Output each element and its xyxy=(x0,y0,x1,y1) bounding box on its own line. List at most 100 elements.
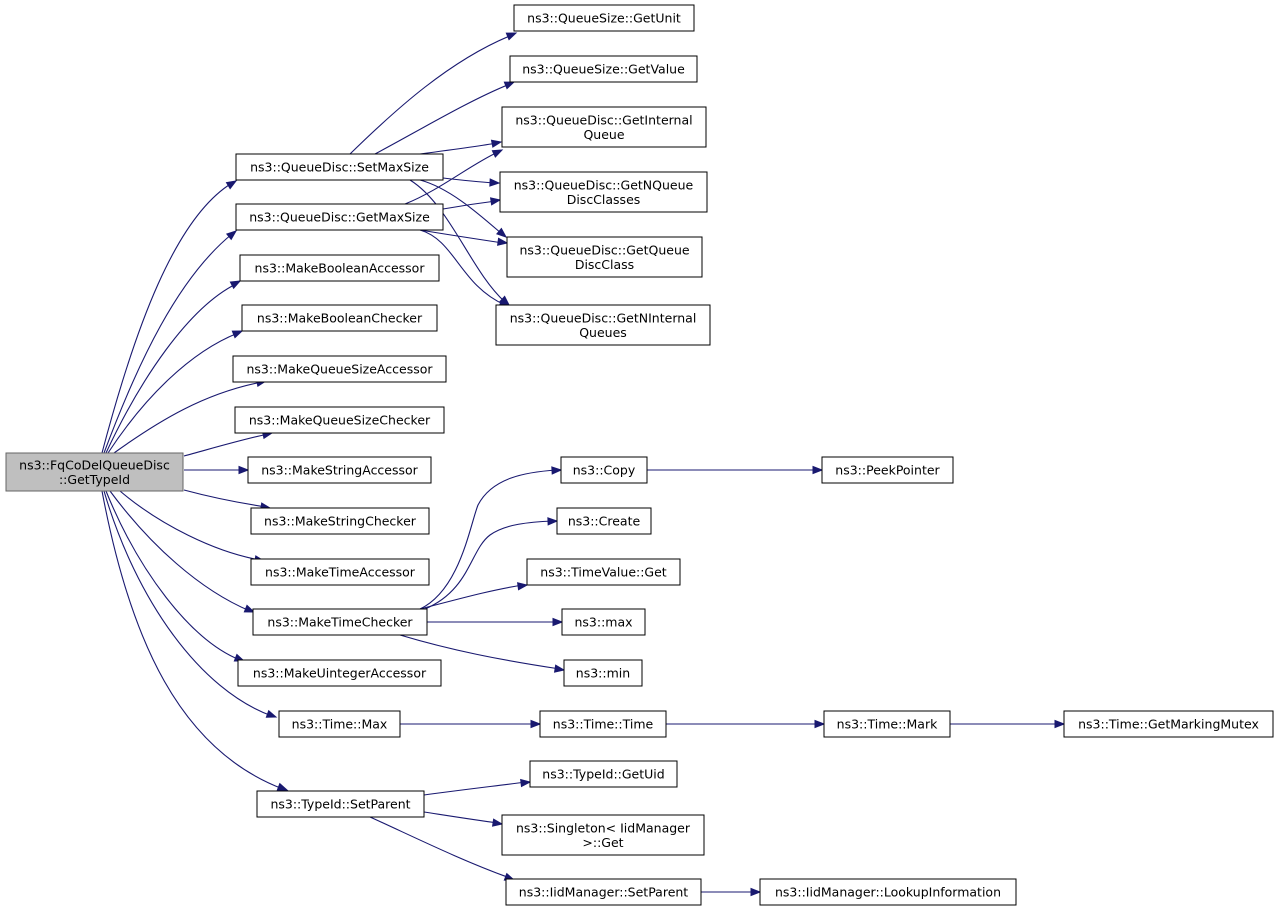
node-peekPointer[interactable]: ns3::PeekPointer xyxy=(821,456,954,484)
node-queueSizeGetUnit[interactable]: ns3::QueueSize::GetUnit xyxy=(513,4,695,32)
node-timeValueGet[interactable]: ns3::TimeValue::Get xyxy=(526,558,681,586)
node-box-makeUintegerAccessor xyxy=(237,659,442,687)
node-min[interactable]: ns3::min xyxy=(563,659,643,687)
e-root-getmaxsize xyxy=(103,233,233,454)
e-root-strchk xyxy=(183,489,267,508)
node-label-getNInternalQueues-1: Queues xyxy=(579,325,627,340)
e-tsp-singleton-arrowhead xyxy=(491,818,504,827)
node-label-getInternalQueue-1: Queue xyxy=(583,127,624,142)
node-box-makeStringAccessor xyxy=(247,456,432,484)
node-singletonGet[interactable]: ns3::Singleton< IidManager>::Get xyxy=(501,814,705,856)
node-box-typeIdGetUid xyxy=(529,760,678,788)
node-label-makeStringAccessor-0: ns3::MakeStringAccessor xyxy=(261,463,418,478)
node-label-singletonGet-1: >::Get xyxy=(582,835,623,850)
e-root-stracc-arrowhead xyxy=(238,465,250,475)
node-box-getInternalQueue xyxy=(501,106,707,148)
node-label-queueSizeGetUnit-0: ns3::QueueSize::GetUnit xyxy=(527,11,681,26)
node-box-timeTime xyxy=(539,710,667,738)
node-timeMark[interactable]: ns3::Time::Mark xyxy=(823,710,951,738)
node-label-getNInternalQueues-0: ns3::QueueDisc::GetNInternal xyxy=(510,310,697,325)
e-copy-peek-arrowhead xyxy=(812,465,824,475)
e-smax-getunit-arrowhead xyxy=(505,32,518,41)
node-max[interactable]: ns3::max xyxy=(561,608,646,636)
e-smax-getnqdc-arrowhead xyxy=(489,178,501,187)
node-label-makeTimeChecker-0: ns3::MakeTimeChecker xyxy=(267,615,413,630)
node-box-lookupInformation xyxy=(759,878,1017,906)
node-makeQueueSizeAccessor[interactable]: ns3::MakeQueueSizeAccessor xyxy=(232,355,447,383)
node-box-peekPointer xyxy=(821,456,954,484)
node-box-create xyxy=(556,507,652,535)
node-timeTime[interactable]: ns3::Time::Time xyxy=(539,710,667,738)
e-tchk-copy xyxy=(419,469,558,610)
node-typeIdSetParent[interactable]: ns3::TypeId::SetParent xyxy=(256,790,425,818)
node-label-getQueueDiscClass-0: ns3::QueueDisc::GetQueue xyxy=(519,242,689,257)
e-tsp-singleton xyxy=(423,811,499,824)
node-label-getQueueDiscClass-1: DiscClass xyxy=(575,257,634,272)
node-makeStringAccessor[interactable]: ns3::MakeStringAccessor xyxy=(247,456,432,484)
node-label-getMaxSize-0: ns3::QueueDisc::GetMaxSize xyxy=(249,210,430,225)
e-root-setmaxsize xyxy=(101,182,233,454)
function-nodes: ns3::FqCoDelQueueDisc::GetTypeId ns3::Que… xyxy=(5,4,1274,906)
call-edges xyxy=(101,32,1066,897)
node-box-makeTimeChecker xyxy=(252,608,428,636)
node-box-min xyxy=(563,659,643,687)
e-root-boolacc-arrowhead xyxy=(229,280,242,290)
e-root-boolchk xyxy=(107,332,239,454)
node-box-makeBooleanAccessor xyxy=(239,254,440,282)
node-label-copy-0: ns3::Copy xyxy=(573,463,636,478)
node-label-timeMark-0: ns3::Time::Mark xyxy=(837,717,938,732)
e-gmax-getnint xyxy=(419,229,506,306)
e-root-timemax xyxy=(103,490,273,717)
node-makeStringChecker[interactable]: ns3::MakeStringChecker xyxy=(250,507,430,535)
node-root[interactable]: ns3::FqCoDelQueueDisc::GetTypeId xyxy=(5,452,184,492)
e-iid-lookup-arrowhead xyxy=(750,887,762,897)
node-box-queueSizeGetValue xyxy=(509,55,698,83)
node-create[interactable]: ns3::Create xyxy=(556,507,652,535)
node-makeUintegerAccessor[interactable]: ns3::MakeUintegerAccessor xyxy=(237,659,442,687)
node-box-getMarkingMutex xyxy=(1063,710,1274,738)
node-queueSizeGetValue[interactable]: ns3::QueueSize::GetValue xyxy=(509,55,698,83)
node-label-max-0: ns3::max xyxy=(574,615,632,630)
node-makeQueueSizeChecker[interactable]: ns3::MakeQueueSizeChecker xyxy=(234,406,445,434)
node-getMaxSize[interactable]: ns3::QueueDisc::GetMaxSize xyxy=(235,203,444,231)
node-getMarkingMutex[interactable]: ns3::Time::GetMarkingMutex xyxy=(1063,710,1274,738)
e-tsp-getuid-arrowhead xyxy=(520,778,532,788)
e-tchk-min xyxy=(399,634,561,670)
e-gmax-getnqdc-arrowhead xyxy=(489,197,502,206)
node-label-getInternalQueue-0: ns3::QueueDisc::GetInternal xyxy=(515,112,692,127)
node-label-setMaxSize-0: ns3::QueueDisc::SetMaxSize xyxy=(250,160,429,175)
e-smax-getvalue-arrowhead xyxy=(503,81,516,90)
e-tmark-gmm-arrowhead xyxy=(1054,719,1066,729)
node-label-makeQueueSizeChecker-0: ns3::MakeQueueSizeChecker xyxy=(249,413,431,428)
node-iidSetParent[interactable]: ns3::IidManager::SetParent xyxy=(505,878,702,906)
node-label-lookupInformation-0: ns3::IidManager::LookupInformation xyxy=(775,885,1001,900)
node-box-makeStringChecker xyxy=(250,507,430,535)
node-lookupInformation[interactable]: ns3::IidManager::LookupInformation xyxy=(759,878,1017,906)
node-makeBooleanChecker[interactable]: ns3::MakeBooleanChecker xyxy=(241,304,438,332)
node-typeIdGetUid[interactable]: ns3::TypeId::GetUid xyxy=(529,760,678,788)
node-makeTimeAccessor[interactable]: ns3::MakeTimeAccessor xyxy=(250,558,430,586)
e-root-timechk xyxy=(109,490,251,612)
node-box-setMaxSize xyxy=(235,153,444,181)
node-timeMax[interactable]: ns3::Time::Max xyxy=(278,710,401,738)
e-root-qsacc xyxy=(113,381,263,454)
node-makeTimeChecker[interactable]: ns3::MakeTimeChecker xyxy=(252,608,428,636)
e-gmax-getnqdc xyxy=(442,200,497,210)
node-label-timeValueGet-0: ns3::TimeValue::Get xyxy=(540,565,667,580)
node-label-iidSetParent-0: ns3::IidManager::SetParent xyxy=(519,885,689,900)
e-smax-getqdc xyxy=(419,179,503,235)
e-root-timeacc xyxy=(119,490,261,561)
e-tchk-create xyxy=(424,520,554,610)
e-tchk-min-arrowhead xyxy=(553,664,566,673)
node-label-makeTimeAccessor-0: ns3::MakeTimeAccessor xyxy=(265,565,416,580)
node-makeBooleanAccessor[interactable]: ns3::MakeBooleanAccessor xyxy=(239,254,440,282)
node-box-iidSetParent xyxy=(505,878,702,906)
node-box-makeQueueSizeChecker xyxy=(234,406,445,434)
node-label-typeIdGetUid-0: ns3::TypeId::GetUid xyxy=(542,767,664,782)
node-copy[interactable]: ns3::Copy xyxy=(560,456,648,484)
node-setMaxSize[interactable]: ns3::QueueDisc::SetMaxSize xyxy=(235,153,444,181)
